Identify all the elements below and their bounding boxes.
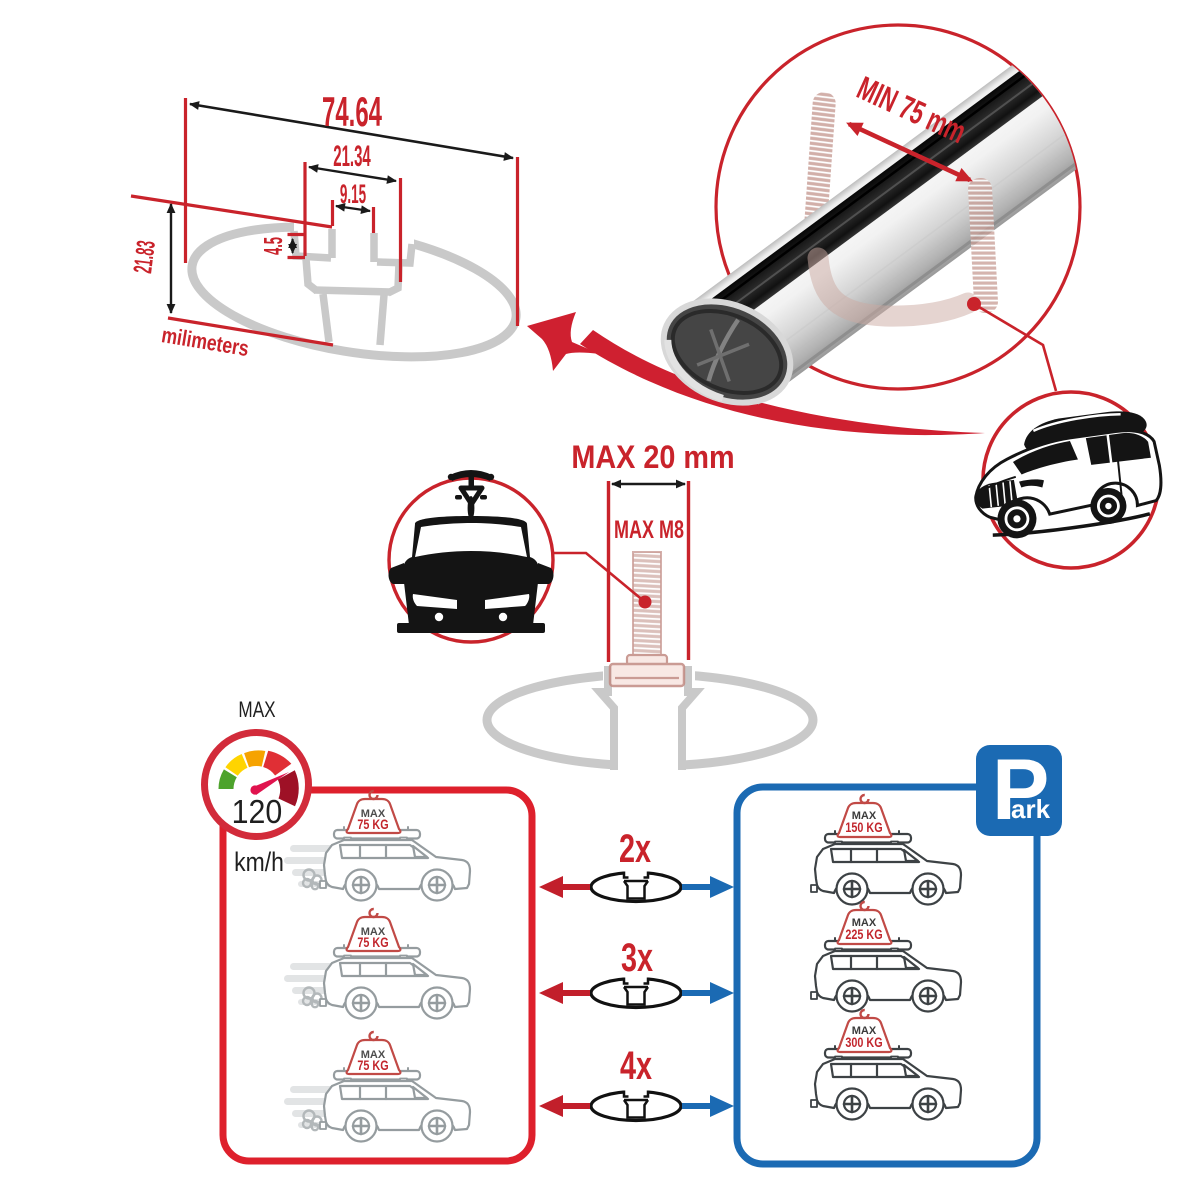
svg-text:75 KG: 75 KG (357, 1058, 388, 1073)
svg-text:MAX: MAX (852, 810, 877, 822)
svg-text:75 KG: 75 KG (357, 935, 388, 950)
svg-text:ark: ark (1011, 794, 1051, 824)
svg-text:MAX: MAX (852, 1025, 877, 1037)
svg-text:4x: 4x (620, 1043, 653, 1088)
svg-text:150 KG: 150 KG (845, 820, 882, 835)
svg-text:21.83: 21.83 (128, 239, 161, 275)
svg-text:4.5: 4.5 (259, 237, 288, 255)
svg-text:120: 120 (232, 793, 283, 830)
svg-text:km/h: km/h (234, 847, 284, 877)
svg-text:300 KG: 300 KG (845, 1035, 882, 1050)
svg-text:MAX: MAX (361, 808, 386, 820)
svg-text:3x: 3x (621, 935, 654, 980)
svg-text:74.64: 74.64 (322, 89, 382, 136)
svg-text:75 KG: 75 KG (357, 817, 388, 832)
svg-text:MAX: MAX (852, 917, 877, 929)
svg-text:9.15: 9.15 (340, 179, 366, 209)
svg-text:MAX: MAX (361, 926, 386, 938)
svg-text:MAX: MAX (238, 698, 275, 723)
svg-text:P: P (992, 742, 1049, 838)
svg-text:MAX: MAX (361, 1049, 386, 1061)
svg-text:2x: 2x (619, 826, 652, 871)
svg-text:MAX M8: MAX M8 (614, 515, 684, 544)
svg-text:MAX 20 mm: MAX 20 mm (571, 440, 734, 476)
svg-text:21.34: 21.34 (333, 141, 371, 174)
svg-text:225 KG: 225 KG (845, 927, 882, 942)
